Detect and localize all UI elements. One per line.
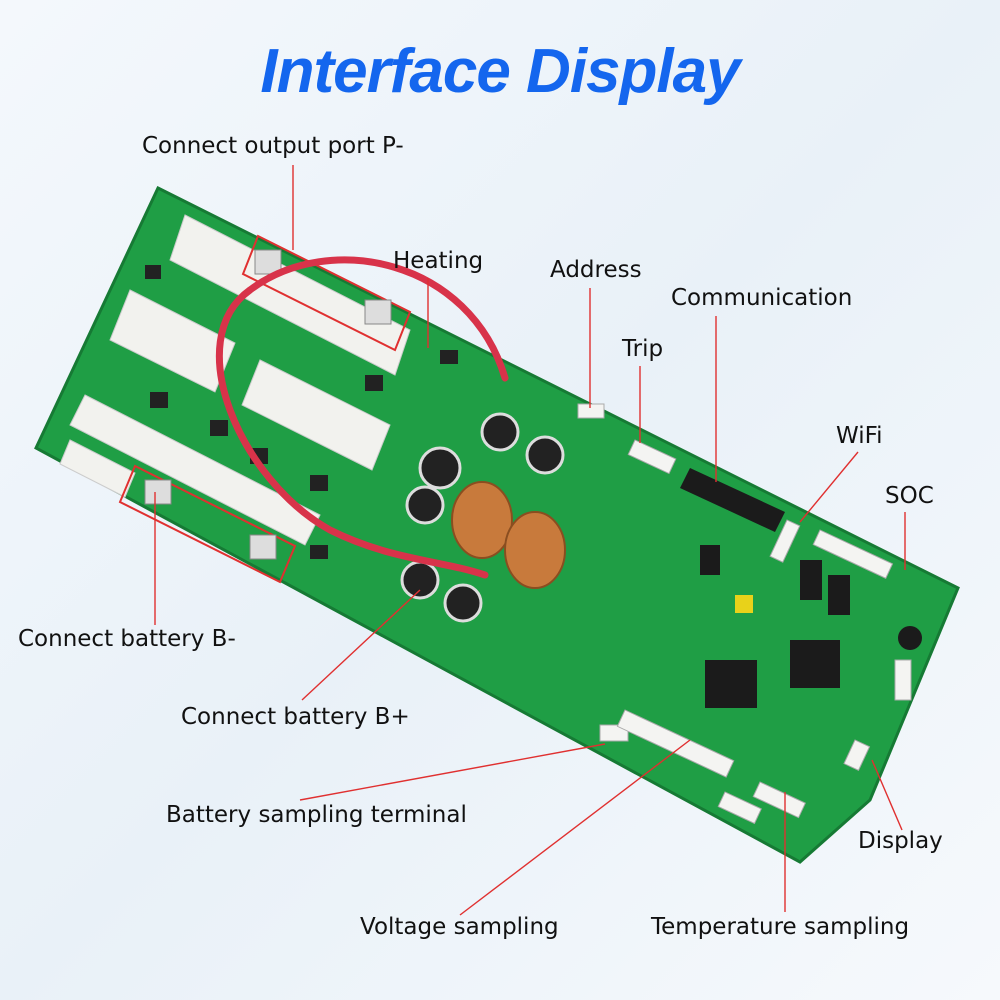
soc-connector xyxy=(812,529,894,579)
page-title: Interface Display xyxy=(260,37,740,106)
label-communication: Communication xyxy=(671,285,853,311)
inductor xyxy=(451,481,513,559)
label-output-port: Connect output port P- xyxy=(142,133,404,159)
label-soc: SOC xyxy=(885,483,934,509)
leader-line xyxy=(871,759,903,831)
label-battery-b-minus: Connect battery B- xyxy=(18,626,236,652)
mcu-chip xyxy=(705,660,757,708)
leader-line xyxy=(459,739,691,916)
label-voltage-sampling: Voltage sampling xyxy=(360,914,559,940)
label-display: Display xyxy=(858,828,943,854)
label-battery-sampling: Battery sampling terminal xyxy=(166,802,467,828)
pad-area xyxy=(241,359,391,471)
voltage-sampling-connector xyxy=(616,709,735,778)
label-battery-b-plus: Connect battery B+ xyxy=(181,704,410,730)
communication-header xyxy=(680,468,785,532)
mcu-chip xyxy=(790,640,840,688)
trip-connector xyxy=(627,439,677,475)
battery-minus-box xyxy=(118,464,297,584)
leader-line xyxy=(799,451,859,523)
label-temperature-sampling: Temperature sampling xyxy=(651,914,910,940)
address-connector xyxy=(577,403,605,419)
terminal-b xyxy=(144,479,172,505)
red-wire xyxy=(215,256,509,579)
label-trip: Trip xyxy=(622,336,664,362)
leader-line xyxy=(299,743,606,801)
pad-area xyxy=(109,289,236,393)
inductor xyxy=(504,511,566,589)
pad-area xyxy=(69,394,321,546)
display-connector xyxy=(843,739,871,771)
terminal-b xyxy=(249,534,277,560)
wifi-connector xyxy=(769,519,801,563)
pad-area xyxy=(59,439,136,498)
label-heating: Heating xyxy=(393,248,484,274)
terminal-p xyxy=(254,249,282,275)
label-address: Address xyxy=(550,257,642,283)
terminal-p xyxy=(364,299,392,325)
pad-area xyxy=(169,214,411,376)
leader-line xyxy=(301,589,421,701)
label-wifi: WiFi xyxy=(836,423,883,449)
output-port-box xyxy=(241,234,412,352)
temperature-connector xyxy=(752,781,806,819)
